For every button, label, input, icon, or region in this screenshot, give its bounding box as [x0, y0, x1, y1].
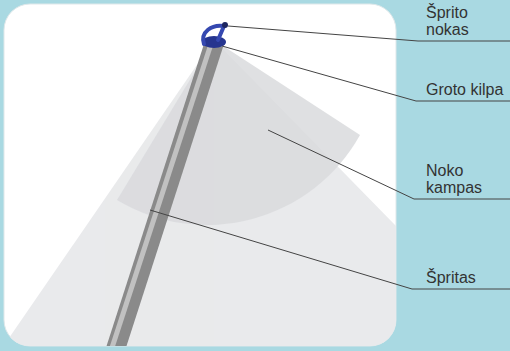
part-label: Šprito nokas	[426, 4, 506, 38]
part-label: Noko kampas	[426, 162, 506, 196]
part-label: Špritas	[426, 269, 506, 286]
pole-highlight	[108, 44, 211, 346]
angle-sector	[117, 40, 360, 225]
hook-tip	[222, 22, 228, 28]
leader-line	[268, 130, 510, 199]
hook	[203, 26, 224, 44]
leader-line	[222, 46, 510, 101]
hook	[218, 26, 224, 40]
leader-line	[150, 210, 510, 289]
part-label: Groto kilpa	[426, 81, 506, 98]
